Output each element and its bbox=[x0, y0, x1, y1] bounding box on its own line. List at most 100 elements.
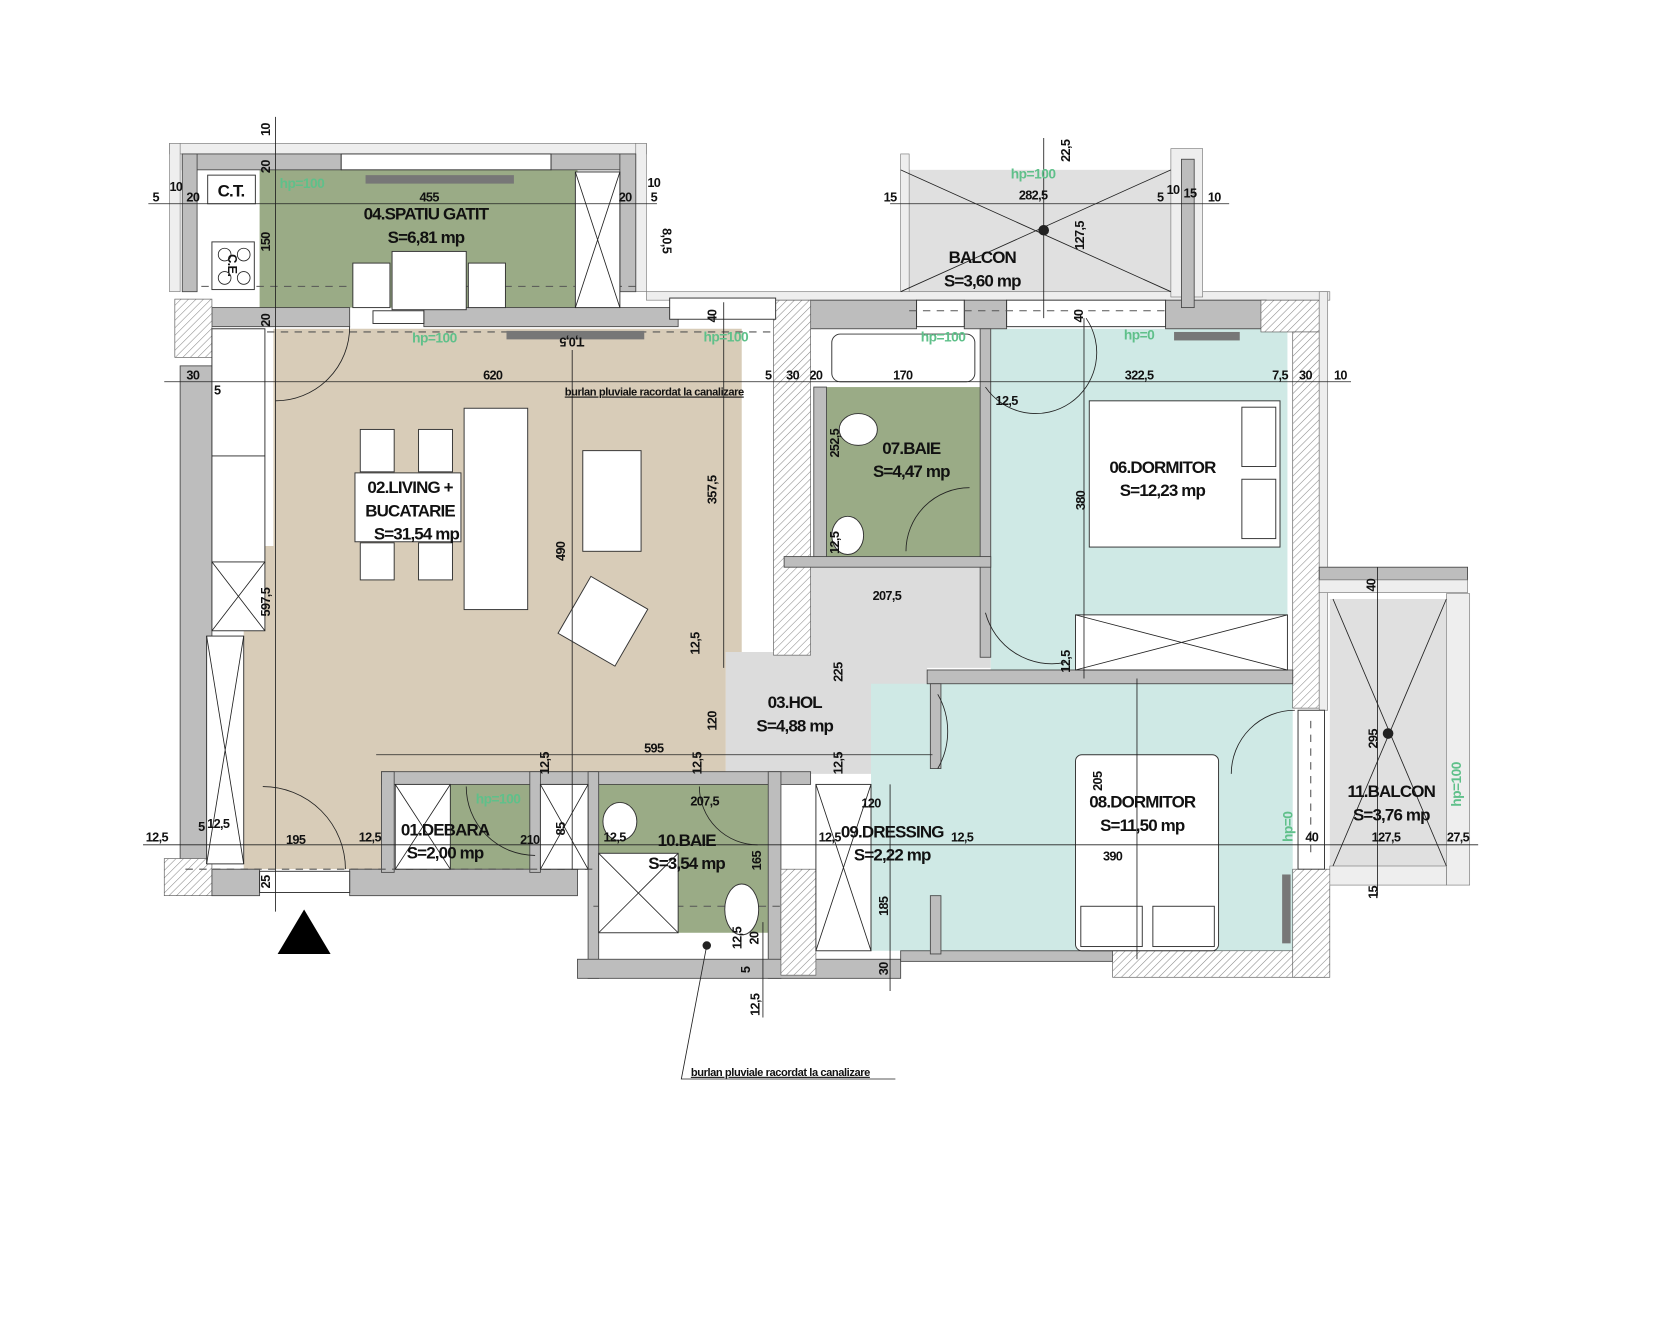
sill-height-label: hp=100 bbox=[412, 331, 458, 346]
sink-10 bbox=[602, 801, 638, 842]
boiler bbox=[207, 174, 256, 205]
sofa bbox=[463, 407, 529, 611]
room-name-kitchen: 04.SPATIU GATIT bbox=[364, 205, 490, 224]
dimension-label: 357,5 bbox=[704, 475, 719, 504]
windows bbox=[259, 153, 1325, 893]
room-area-bath10: S=3,54 mp bbox=[648, 854, 725, 873]
kitchen-counter bbox=[211, 328, 266, 632]
dimension-label: 380 bbox=[1073, 490, 1088, 510]
dimension-label: 455 bbox=[419, 190, 439, 205]
sill-height-label: hp=100 bbox=[476, 791, 522, 806]
dimension-label: 25 bbox=[258, 875, 273, 888]
room-name-bath10: 10.BAIE bbox=[658, 831, 717, 850]
dimension-label: 170 bbox=[893, 368, 913, 383]
room-area-pantry: S=2,00 mp bbox=[407, 844, 484, 863]
room-area-bath07: S=4,47 mp bbox=[873, 462, 950, 481]
dimension-label: 27,5 bbox=[1447, 830, 1470, 845]
room-name-bath07: 07.BAIE bbox=[882, 439, 941, 458]
room-name-bedroom06: 06.DORMITOR bbox=[1109, 458, 1216, 477]
room-name-balcony-top: BALCON bbox=[949, 248, 1017, 267]
sink-07 bbox=[831, 515, 865, 555]
dimension-label: 20 bbox=[619, 190, 632, 205]
note-downpipe-2: burlan pluviale racordat la canalizare bbox=[691, 1067, 870, 1079]
dining-table bbox=[354, 472, 462, 543]
dimension-label: 5 bbox=[198, 819, 205, 834]
radiator-bedroom06 bbox=[1174, 331, 1240, 341]
dimension-label: 390 bbox=[1103, 849, 1123, 864]
dimension-label: 15 bbox=[884, 190, 897, 205]
sill-height-label: hp=100 bbox=[921, 329, 967, 344]
dimension-label: 12,5 bbox=[603, 830, 626, 845]
sill-height-label: hp=100 bbox=[1011, 166, 1057, 181]
dimension-label: 150 bbox=[258, 232, 273, 252]
radiator-living bbox=[506, 330, 645, 340]
coffee-table bbox=[582, 450, 642, 552]
room-labels: 04.SPATIU GATIT S=6,81 mp 02.LIVING + BU… bbox=[364, 205, 1437, 874]
dimension-label: 30 bbox=[1299, 368, 1312, 383]
dimension-label: 595 bbox=[644, 741, 664, 756]
kitchen-table bbox=[391, 250, 467, 311]
dimension-label: 5 bbox=[765, 368, 772, 383]
room-area-hall: S=4,88 mp bbox=[756, 716, 833, 735]
dimension-label: 620 bbox=[483, 368, 503, 383]
notes: burlan pluviale racordat la canalizare b… bbox=[565, 387, 896, 1080]
dimension-label: 12,5 bbox=[1058, 650, 1073, 673]
toilet-10 bbox=[724, 883, 760, 936]
dimension-label: 20 bbox=[186, 190, 199, 205]
radiator-bedroom08 bbox=[1282, 874, 1291, 944]
dimension-label: 195 bbox=[286, 832, 306, 847]
room-area-bedroom08: S=11,50 mp bbox=[1100, 816, 1185, 835]
dimension-label: 10 bbox=[1334, 368, 1347, 383]
dimension-label: 85 bbox=[553, 822, 568, 835]
dimension-label: 12,5 bbox=[748, 993, 763, 1016]
dimension-label: 12,5 bbox=[359, 830, 382, 845]
dimension-label: 40 bbox=[1363, 578, 1378, 591]
dimension-label: 185 bbox=[876, 896, 891, 916]
dimension-label: 12,5 bbox=[951, 830, 974, 845]
dimension-label: 127,5 bbox=[1372, 830, 1401, 845]
dimension-label: 12,5 bbox=[819, 830, 842, 845]
dimension-label: 5 bbox=[651, 190, 658, 205]
dimension-label: 22,5 bbox=[1058, 139, 1073, 162]
dimension-label: 282,5 bbox=[1019, 188, 1048, 203]
dashed-outlines bbox=[185, 285, 1312, 907]
dimension-label: 10 bbox=[1208, 190, 1221, 205]
floor-pantry bbox=[450, 784, 530, 870]
sill-height-label: hp=100 bbox=[1449, 761, 1464, 807]
sill-height-label: hp=0 bbox=[1281, 811, 1296, 842]
note-downpipe-1: burlan pluviale racordat la canalizare bbox=[565, 387, 744, 399]
door-swings bbox=[262, 317, 1295, 870]
dimension-label: 12,5 bbox=[207, 816, 230, 831]
dimension-label: 120 bbox=[704, 711, 719, 731]
dimension-label: 20 bbox=[809, 368, 822, 383]
dimension-label: 15 bbox=[1365, 885, 1380, 898]
dimension-label: 10 bbox=[258, 123, 273, 136]
room-name-living-2: BUCATARIE bbox=[365, 501, 455, 520]
room-area-balcony11: S=3,76 mp bbox=[1353, 805, 1430, 824]
dimension-label: 40 bbox=[704, 309, 719, 322]
dimension-label: 30 bbox=[786, 368, 799, 383]
dimension-label: 127,5 bbox=[1072, 221, 1087, 250]
dimension-label: 40 bbox=[1071, 309, 1086, 322]
dimension-label: 30 bbox=[186, 368, 199, 383]
dimension-label: 5 bbox=[153, 190, 160, 205]
dimension-label: 15 bbox=[1184, 185, 1197, 200]
room-area-balcony-top: S=3,60 mp bbox=[944, 271, 1021, 290]
dimension-label: 30 bbox=[876, 962, 891, 975]
room-area-kitchen: S=6,81 mp bbox=[388, 228, 465, 247]
dimension-label: 120 bbox=[861, 796, 881, 811]
sill-height-label: hp=0 bbox=[1124, 327, 1155, 342]
stove-label: C.E. bbox=[225, 254, 240, 276]
room-name-pantry: 01.DEBARA bbox=[401, 820, 490, 839]
dimension-label: 5 bbox=[1157, 190, 1164, 205]
sill-height-label: hp=100 bbox=[704, 329, 750, 344]
room-name-bedroom08: 08.DORMITOR bbox=[1089, 793, 1196, 812]
dimension-label: 295 bbox=[1365, 729, 1380, 749]
radiator-label-kitchen: 8,0,5 bbox=[659, 228, 674, 254]
bed-08 bbox=[1075, 754, 1220, 952]
dimension-label: 12,5 bbox=[996, 393, 1019, 408]
room-name-hall: 03.HOL bbox=[768, 693, 823, 712]
toilet-07 bbox=[838, 413, 878, 446]
room-name-balcony11: 11.BALCON bbox=[1348, 782, 1436, 801]
